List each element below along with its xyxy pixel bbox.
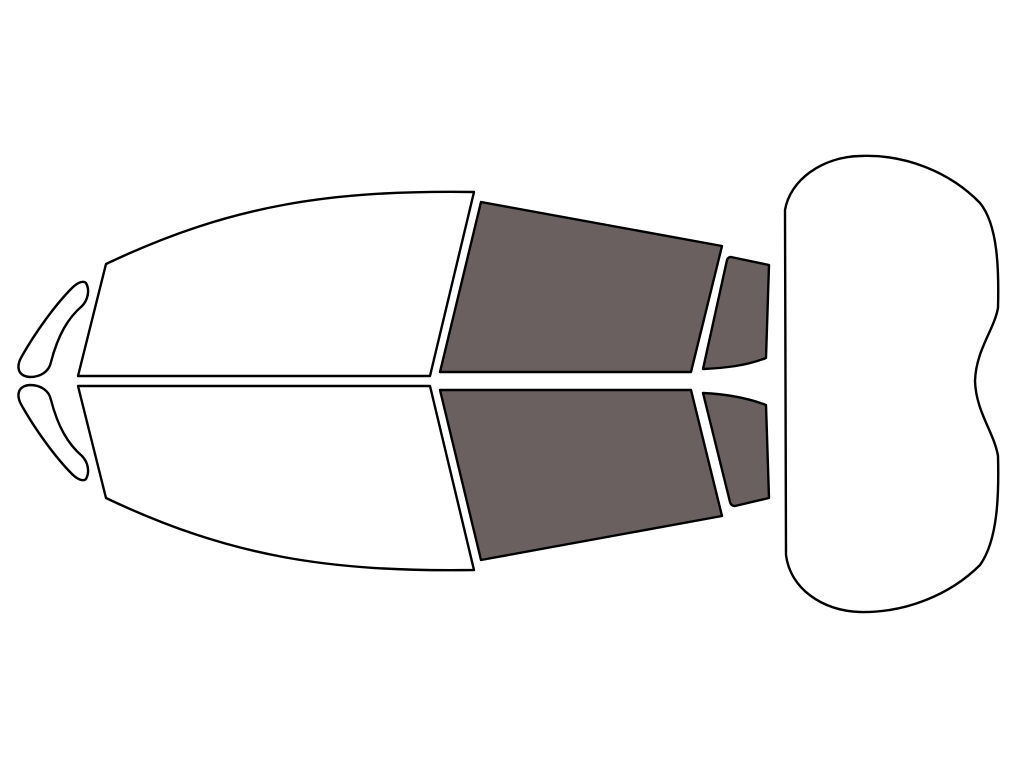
right-rear-door-window[interactable] <box>438 388 724 562</box>
left-rear-door-window[interactable] <box>438 200 724 374</box>
right-rear-quarter-window[interactable] <box>701 391 771 508</box>
right-front-vent-window[interactable] <box>17 383 90 482</box>
right-front-door-window[interactable] <box>76 384 476 572</box>
rear-windshield[interactable] <box>783 154 1000 614</box>
left-front-vent-window[interactable] <box>17 280 90 379</box>
left-rear-quarter-window[interactable] <box>701 255 771 371</box>
left-front-door-window[interactable] <box>76 190 476 378</box>
